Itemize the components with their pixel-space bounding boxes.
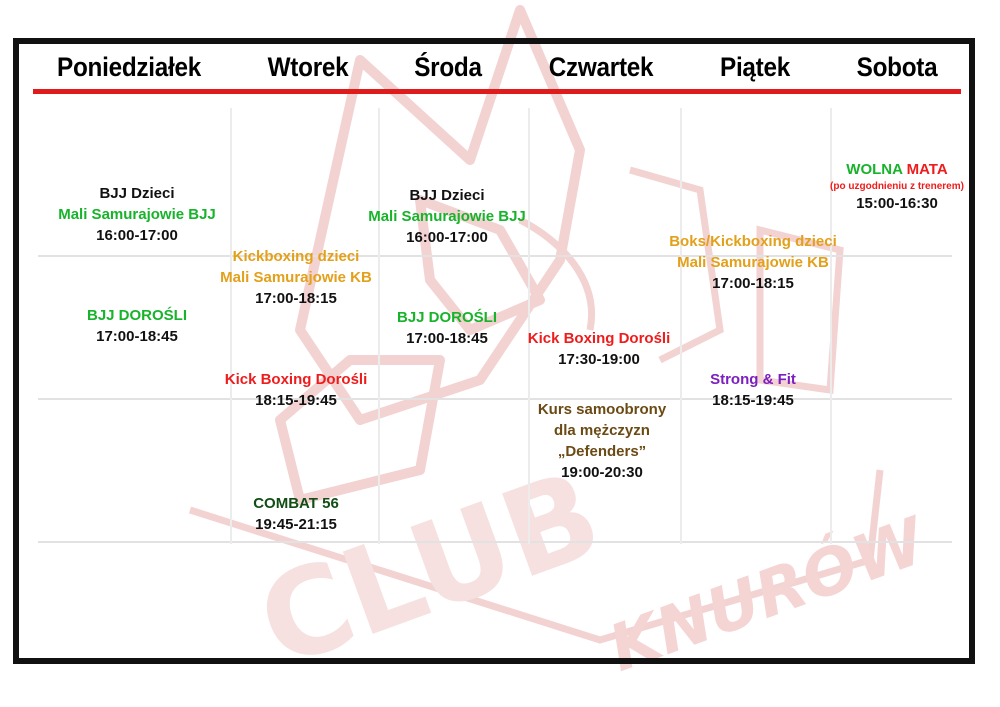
grid-column-line [830, 108, 832, 544]
grid-row-line [38, 255, 952, 257]
class-time: 16:00-17:00 [96, 227, 178, 244]
class-block-wednesday-bjj-adults: BJJ DOROŚLI 17:00-18:45 [397, 307, 497, 349]
class-group: Mali Samurajowie BJJ [58, 206, 216, 223]
class-title: BJJ Dzieci [409, 187, 485, 204]
class-time: 18:15-19:45 [712, 392, 794, 409]
class-block-tuesday-combat: COMBAT 56 19:45-21:15 [253, 493, 339, 535]
class-title: BJJ DOROŚLI [396, 309, 498, 326]
class-time: 19:00-20:30 [561, 464, 643, 481]
class-time: 17:30-19:00 [558, 351, 640, 368]
class-block-friday-strong-fit: Strong & Fit 18:15-19:45 [710, 369, 796, 411]
mat-word: MATA [906, 161, 948, 178]
class-time: 17:00-18:15 [712, 275, 794, 292]
class-time: 17:00-18:15 [255, 290, 337, 307]
class-title: Kickboxing dzieci [232, 248, 360, 265]
class-time: 15:00-16:30 [856, 195, 938, 212]
open-word: WOLNA [846, 161, 903, 178]
class-block-thursday-self-defense: Kurs samoobrony dla mężczyzn „Defenders”… [538, 399, 666, 483]
grid-column-line [230, 108, 232, 544]
class-time: 16:00-17:00 [406, 229, 488, 246]
class-title: BJJ DOROŚLI [86, 307, 188, 324]
class-title: WOLNA MATA [830, 159, 964, 180]
class-time: 17:00-18:45 [96, 328, 178, 345]
class-title: BJJ Dzieci [99, 185, 175, 202]
schedule-frame [13, 38, 975, 664]
grid-column-line [378, 108, 380, 544]
class-time: 18:15-19:45 [255, 392, 337, 409]
grid-row-line [38, 398, 952, 400]
class-time: 19:45-21:15 [255, 516, 337, 533]
class-note: (po uzgodnieniu z trenerem) [830, 181, 964, 192]
class-group: Mali Samurajowie KB [220, 269, 372, 286]
grid-row-line [38, 541, 952, 543]
day-header-monday: Poniedziałek [57, 52, 201, 82]
class-group: Mali Samurajowie KB [677, 254, 829, 271]
day-header-thursday: Czwartek [548, 52, 654, 82]
class-title: Kick Boxing Dorośli [527, 330, 671, 347]
day-header-saturday: Sobota [856, 52, 938, 82]
day-header-wednesday: Środa [414, 52, 482, 82]
class-block-friday-boxing-kids: Boks/Kickboxing dzieci Mali Samurajowie … [669, 231, 837, 294]
class-title: COMBAT 56 [253, 495, 339, 512]
class-block-wednesday-bjj-kids: BJJ Dzieci Mali Samurajowie BJJ 16:00-17… [368, 185, 526, 248]
class-title: Kurs samoobrony [537, 401, 667, 418]
class-title: Boks/Kickboxing dzieci [669, 233, 837, 250]
class-block-monday-bjj-kids: BJJ Dzieci Mali Samurajowie BJJ 16:00-17… [58, 183, 216, 246]
grid-column-line [680, 108, 682, 544]
class-block-tuesday-kickboxing-kids: Kickboxing dzieci Mali Samurajowie KB 17… [220, 246, 372, 309]
day-header-friday: Piątek [720, 52, 790, 82]
day-header-tuesday: Wtorek [267, 52, 349, 82]
class-block-tuesday-kickboxing-adults: Kick Boxing Dorośli 18:15-19:45 [225, 369, 368, 411]
class-group: Mali Samurajowie BJJ [368, 208, 526, 225]
class-block-saturday-open-mat: WOLNA MATA (po uzgodnieniu z trenerem) 1… [830, 159, 964, 214]
grid-column-line [528, 108, 530, 544]
class-title: Kick Boxing Dorośli [224, 371, 368, 388]
class-block-thursday-kickboxing-adults: Kick Boxing Dorośli 17:30-19:00 [528, 328, 671, 370]
class-block-monday-bjj-adults: BJJ DOROŚLI 17:00-18:45 [87, 305, 187, 347]
class-time: 17:00-18:45 [406, 330, 488, 347]
class-title: Strong & Fit [710, 371, 796, 388]
class-group: „Defenders” [557, 443, 647, 460]
class-subtitle: dla mężczyzn [554, 422, 650, 439]
header-rule [33, 89, 961, 94]
